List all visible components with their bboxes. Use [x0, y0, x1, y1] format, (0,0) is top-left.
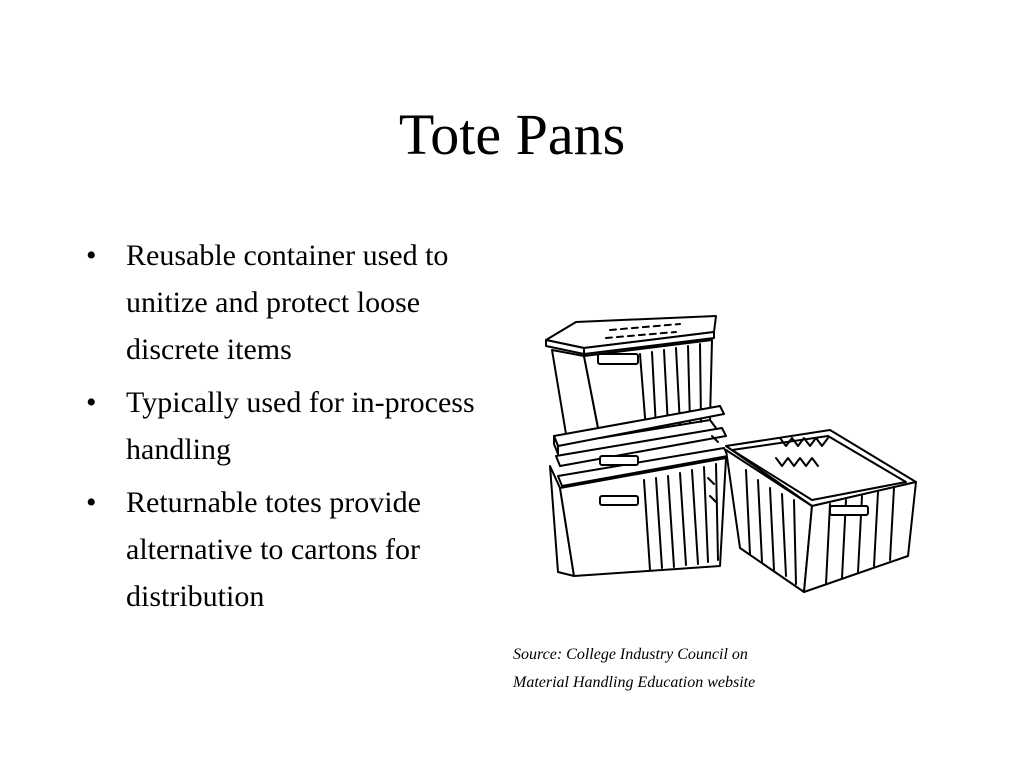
bullet-icon: •: [86, 386, 97, 419]
bullet-icon: •: [86, 486, 97, 519]
bullet-item: • Reusable container used to unitize and…: [86, 232, 506, 373]
open-tote-icon: [725, 429, 917, 593]
bullet-text: Reusable container used to unitize and p…: [126, 239, 449, 366]
bullet-icon: •: [86, 239, 97, 272]
tote-pans-illustration-icon: [540, 310, 930, 600]
bullet-item: • Typically used for in-process handling: [86, 379, 506, 473]
caption-line-2: Material Handling Education website: [513, 674, 756, 691]
bullet-text: Typically used for in-process handling: [126, 386, 475, 466]
caption-line-1: Source: College Industry Council on: [513, 646, 748, 663]
bullet-list: • Reusable container used to unitize and…: [86, 232, 506, 626]
bullet-item: • Returnable totes provide alternative t…: [86, 479, 506, 620]
image-source-caption: Source: College Industry Council on Mate…: [513, 641, 873, 697]
stacked-totes-icon: [549, 405, 729, 577]
slide-title: Tote Pans: [398, 102, 626, 167]
bullet-text: Returnable totes provide alternative to …: [126, 486, 421, 613]
